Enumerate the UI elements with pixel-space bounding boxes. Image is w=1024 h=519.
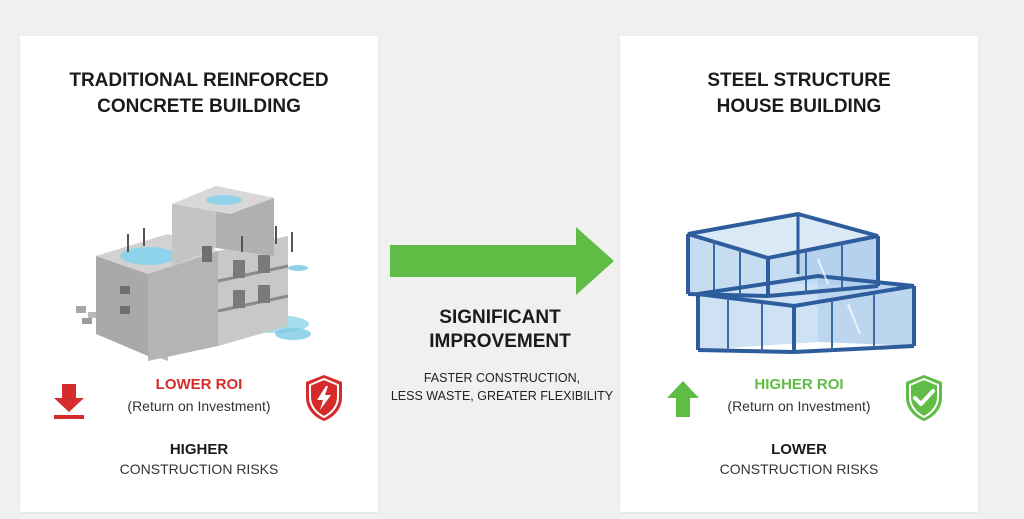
concrete-card-title: TRADITIONAL REINFORCED CONCRETE BUILDING bbox=[20, 68, 378, 120]
shield-warning-icon bbox=[306, 375, 342, 421]
higher-risk-label: HIGHER bbox=[169, 441, 229, 458]
down-arrow-icon bbox=[54, 384, 84, 419]
steel-title-line1: STEEL STRUCTURE bbox=[707, 70, 891, 91]
steel-card-title: STEEL STRUCTURE HOUSE BUILDING bbox=[620, 68, 978, 120]
concrete-building-illustration bbox=[76, 186, 311, 361]
improvement-title-line2: IMPROVEMENT bbox=[429, 331, 571, 352]
concrete-roi-subtitle: (Return on Investment) bbox=[127, 398, 271, 414]
steel-risk-subtitle: CONSTRUCTION RISKS bbox=[719, 461, 879, 477]
concrete-risk-subtitle: CONSTRUCTION RISKS bbox=[119, 461, 279, 477]
steel-roi-subtitle: (Return on Investment) bbox=[727, 398, 871, 414]
improvement-sub-line2: LESS WASTE, GREATER FLEXIBILITY bbox=[390, 389, 614, 403]
steel-building-card: STEEL STRUCTURE HOUSE BUILDING bbox=[620, 36, 978, 512]
higher-roi-label: HIGHER ROI bbox=[754, 376, 844, 393]
concrete-title-line1: TRADITIONAL REINFORCED bbox=[69, 70, 329, 91]
improvement-sub-line1: FASTER CONSTRUCTION, bbox=[423, 371, 581, 385]
up-arrow-icon bbox=[667, 381, 699, 417]
concrete-building-card: TRADITIONAL REINFORCED CONCRETE BUILDING bbox=[20, 36, 378, 512]
concrete-title-line2: CONCRETE BUILDING bbox=[97, 96, 301, 117]
steel-building-illustration bbox=[686, 211, 916, 354]
improvement-title: SIGNIFICANT IMPROVEMENT bbox=[400, 306, 600, 354]
improvement-subtitle: FASTER CONSTRUCTION, LESS WASTE, GREATER… bbox=[386, 369, 618, 405]
improvement-title-line1: SIGNIFICANT bbox=[439, 307, 561, 328]
shield-check-icon bbox=[906, 375, 942, 421]
right-arrow-icon bbox=[390, 227, 614, 295]
lower-risk-label: LOWER bbox=[771, 441, 827, 458]
lower-roi-label: LOWER ROI bbox=[155, 376, 243, 393]
steel-title-line2: HOUSE BUILDING bbox=[716, 96, 882, 117]
